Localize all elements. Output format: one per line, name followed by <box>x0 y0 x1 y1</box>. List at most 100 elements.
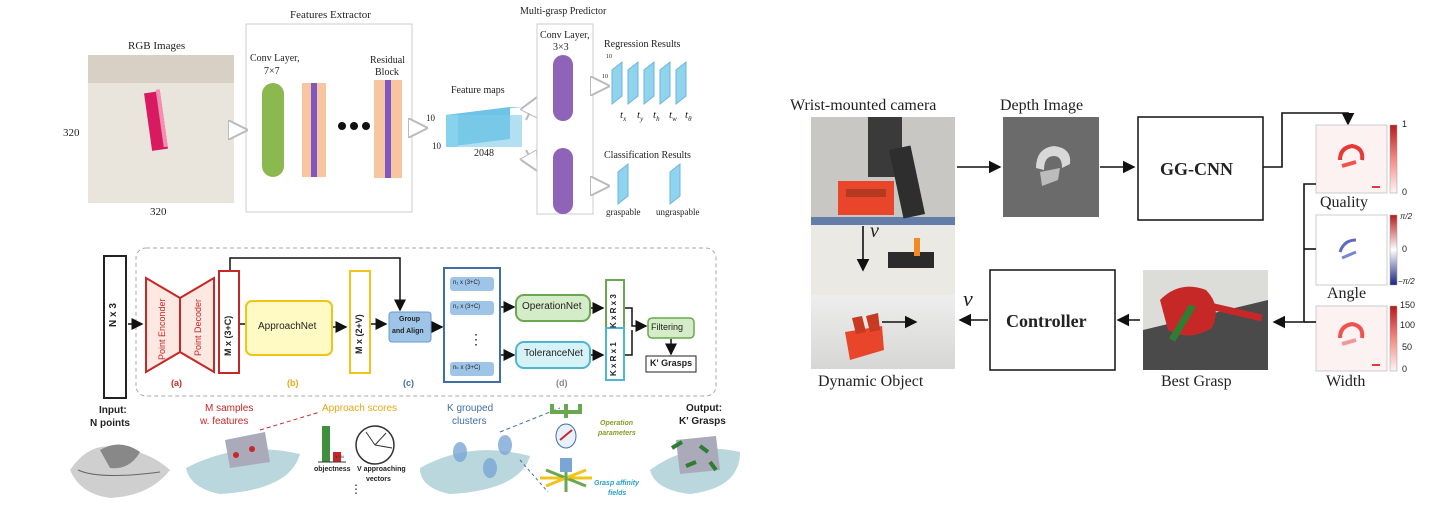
rgb-images-title: RGB Images <box>128 40 186 52</box>
group-label-1: Group <box>399 316 420 323</box>
operationnet-label: OperationNet <box>522 301 582 312</box>
input-points-box <box>103 255 127 399</box>
angle-scale-min: −π/2 <box>1398 277 1415 286</box>
filtering-box <box>647 317 695 339</box>
wrist-camera-label: Wrist-mounted camera <box>790 97 937 114</box>
affinity-fields-label-1: Grasp affinity <box>594 480 639 487</box>
approach-scores-chart <box>318 425 395 465</box>
features-extractor-box <box>245 23 413 213</box>
group-label-2: and Align <box>392 328 424 335</box>
output-caption-2: K' Grasps <box>679 416 726 427</box>
tag-c: (c) <box>403 378 414 388</box>
point-encoder-label: Point Enconder <box>157 298 167 360</box>
k-clusters-pointcloud <box>420 407 561 494</box>
dynamic-object-label: Dynamic Object <box>818 373 924 390</box>
output-grasps-pointcloud <box>650 436 740 494</box>
predictor-conv-label: Conv Layer, <box>540 30 590 41</box>
m-features-box <box>218 270 240 374</box>
reg-ttheta: tθ <box>685 109 692 124</box>
tag-a: (a) <box>171 378 182 388</box>
approach-scores-caption: Approach scores <box>322 403 398 414</box>
feature-map-block <box>446 107 522 147</box>
quality-scale-max: 1 <box>1402 119 1408 129</box>
ungraspable-label: ungraspable <box>656 207 700 217</box>
m-samples-caption-2: w. features <box>200 416 249 427</box>
conv-kernel-label: 7×7 <box>264 66 280 77</box>
quality-map <box>1315 124 1398 194</box>
m-features-label: M x (3+C) <box>223 315 233 356</box>
approachnet-label: ApproachNet <box>258 321 317 332</box>
reg-tw: tw <box>669 109 677 124</box>
multi-grasp-predictor-box <box>536 23 594 215</box>
classification-output-maps <box>617 162 681 206</box>
tag-d: (d) <box>556 378 568 388</box>
cluster-1-label: n₁ x (3+C) <box>453 280 480 286</box>
width-label: Width <box>1326 373 1366 390</box>
group-align-box <box>388 311 432 343</box>
image-width-label: 320 <box>150 206 167 218</box>
width-scale-0: 0 <box>1402 364 1408 374</box>
velocity-label-top: v <box>870 220 879 242</box>
v-vectors-dots: ⋮ <box>350 482 362 496</box>
residual-block-label-2: Block <box>375 67 399 78</box>
feature-map-dim-2: 10 <box>432 141 441 151</box>
classification-results-title: Classification Results <box>604 150 691 161</box>
operation-params-label-1: Operation <box>600 420 634 427</box>
input-dim-label: N x 3 <box>108 303 119 327</box>
ggcnn-label: GG-CNN <box>1160 159 1233 179</box>
gripper-affinity-visual <box>519 404 592 493</box>
kxrx1-label: K x R x 1 <box>609 342 618 376</box>
k-grasps-box <box>645 355 697 373</box>
m-approach-box <box>349 270 371 374</box>
cluster-2-label: n₂ x (3+C) <box>453 304 481 310</box>
angle-map <box>1315 214 1398 286</box>
controller-label: Controller <box>1006 311 1087 331</box>
m-samples-pointcloud <box>186 411 321 494</box>
width-map <box>1315 305 1398 372</box>
approachnet-box <box>245 300 333 356</box>
cluster-k-label: nₖ x (3+C) <box>453 365 481 371</box>
quality-label: Quality <box>1320 194 1368 211</box>
regression-dim-2: 10 <box>602 74 608 80</box>
velocity-label-controller: v <box>963 286 973 311</box>
affinity-fields-label-2: fields <box>608 490 627 497</box>
v-vectors-label-2: vectors <box>366 476 391 483</box>
dynamic-object-photo <box>811 295 955 369</box>
feature-map-dim-1: 10 <box>426 113 435 123</box>
point-decoder-label: Point Decoder <box>193 298 203 356</box>
best-grasp-label: Best Grasp <box>1161 373 1232 390</box>
features-extractor-title: Features Extractor <box>290 9 371 21</box>
k-grasps-label: K' Grasps <box>650 358 693 368</box>
tag-b: (b) <box>287 378 299 388</box>
quality-scale-min: 0 <box>1402 187 1408 197</box>
k-clusters-caption-1: K grouped <box>447 403 494 414</box>
regression-results-title: Regression Results <box>604 39 681 50</box>
feature-maps-label: Feature maps <box>451 85 505 96</box>
angle-label: Angle <box>1327 285 1367 302</box>
filtering-label: Filtering <box>651 322 684 332</box>
width-scale-150: 150 <box>1400 300 1416 310</box>
angle-scale-mid: 0 <box>1402 244 1408 254</box>
operationnet-box <box>515 294 591 322</box>
wrist-camera-photo <box>811 117 955 295</box>
width-scale-50: 50 <box>1402 342 1413 352</box>
kxrx3-label: K x R x 3 <box>609 294 618 328</box>
v-vectors-label-1: V approaching <box>357 466 406 473</box>
predictor-conv-kernel: 3×3 <box>553 42 569 53</box>
multi-grasp-predictor-title: Multi-grasp Predictor <box>520 6 607 17</box>
feature-map-channels: 2048 <box>474 148 494 159</box>
reg-tx: tx <box>620 109 627 124</box>
best-grasp-render <box>1143 270 1268 370</box>
input-pointcloud <box>70 444 170 498</box>
input-caption-2: N points <box>90 418 130 429</box>
m-approach-label: M x (2+V) <box>354 314 364 354</box>
graspable-label: graspable <box>606 207 641 217</box>
point-encoder-decoder <box>145 276 215 374</box>
controller-box <box>989 269 1116 371</box>
depth-image <box>1003 117 1099 217</box>
angle-scale-max: π/2 <box>1400 212 1413 221</box>
residual-block-label-1: Residual <box>370 55 405 66</box>
input-caption-1: Input: <box>99 405 127 416</box>
kxrx1-box <box>605 327 625 381</box>
tolerancenet-box <box>515 341 591 369</box>
